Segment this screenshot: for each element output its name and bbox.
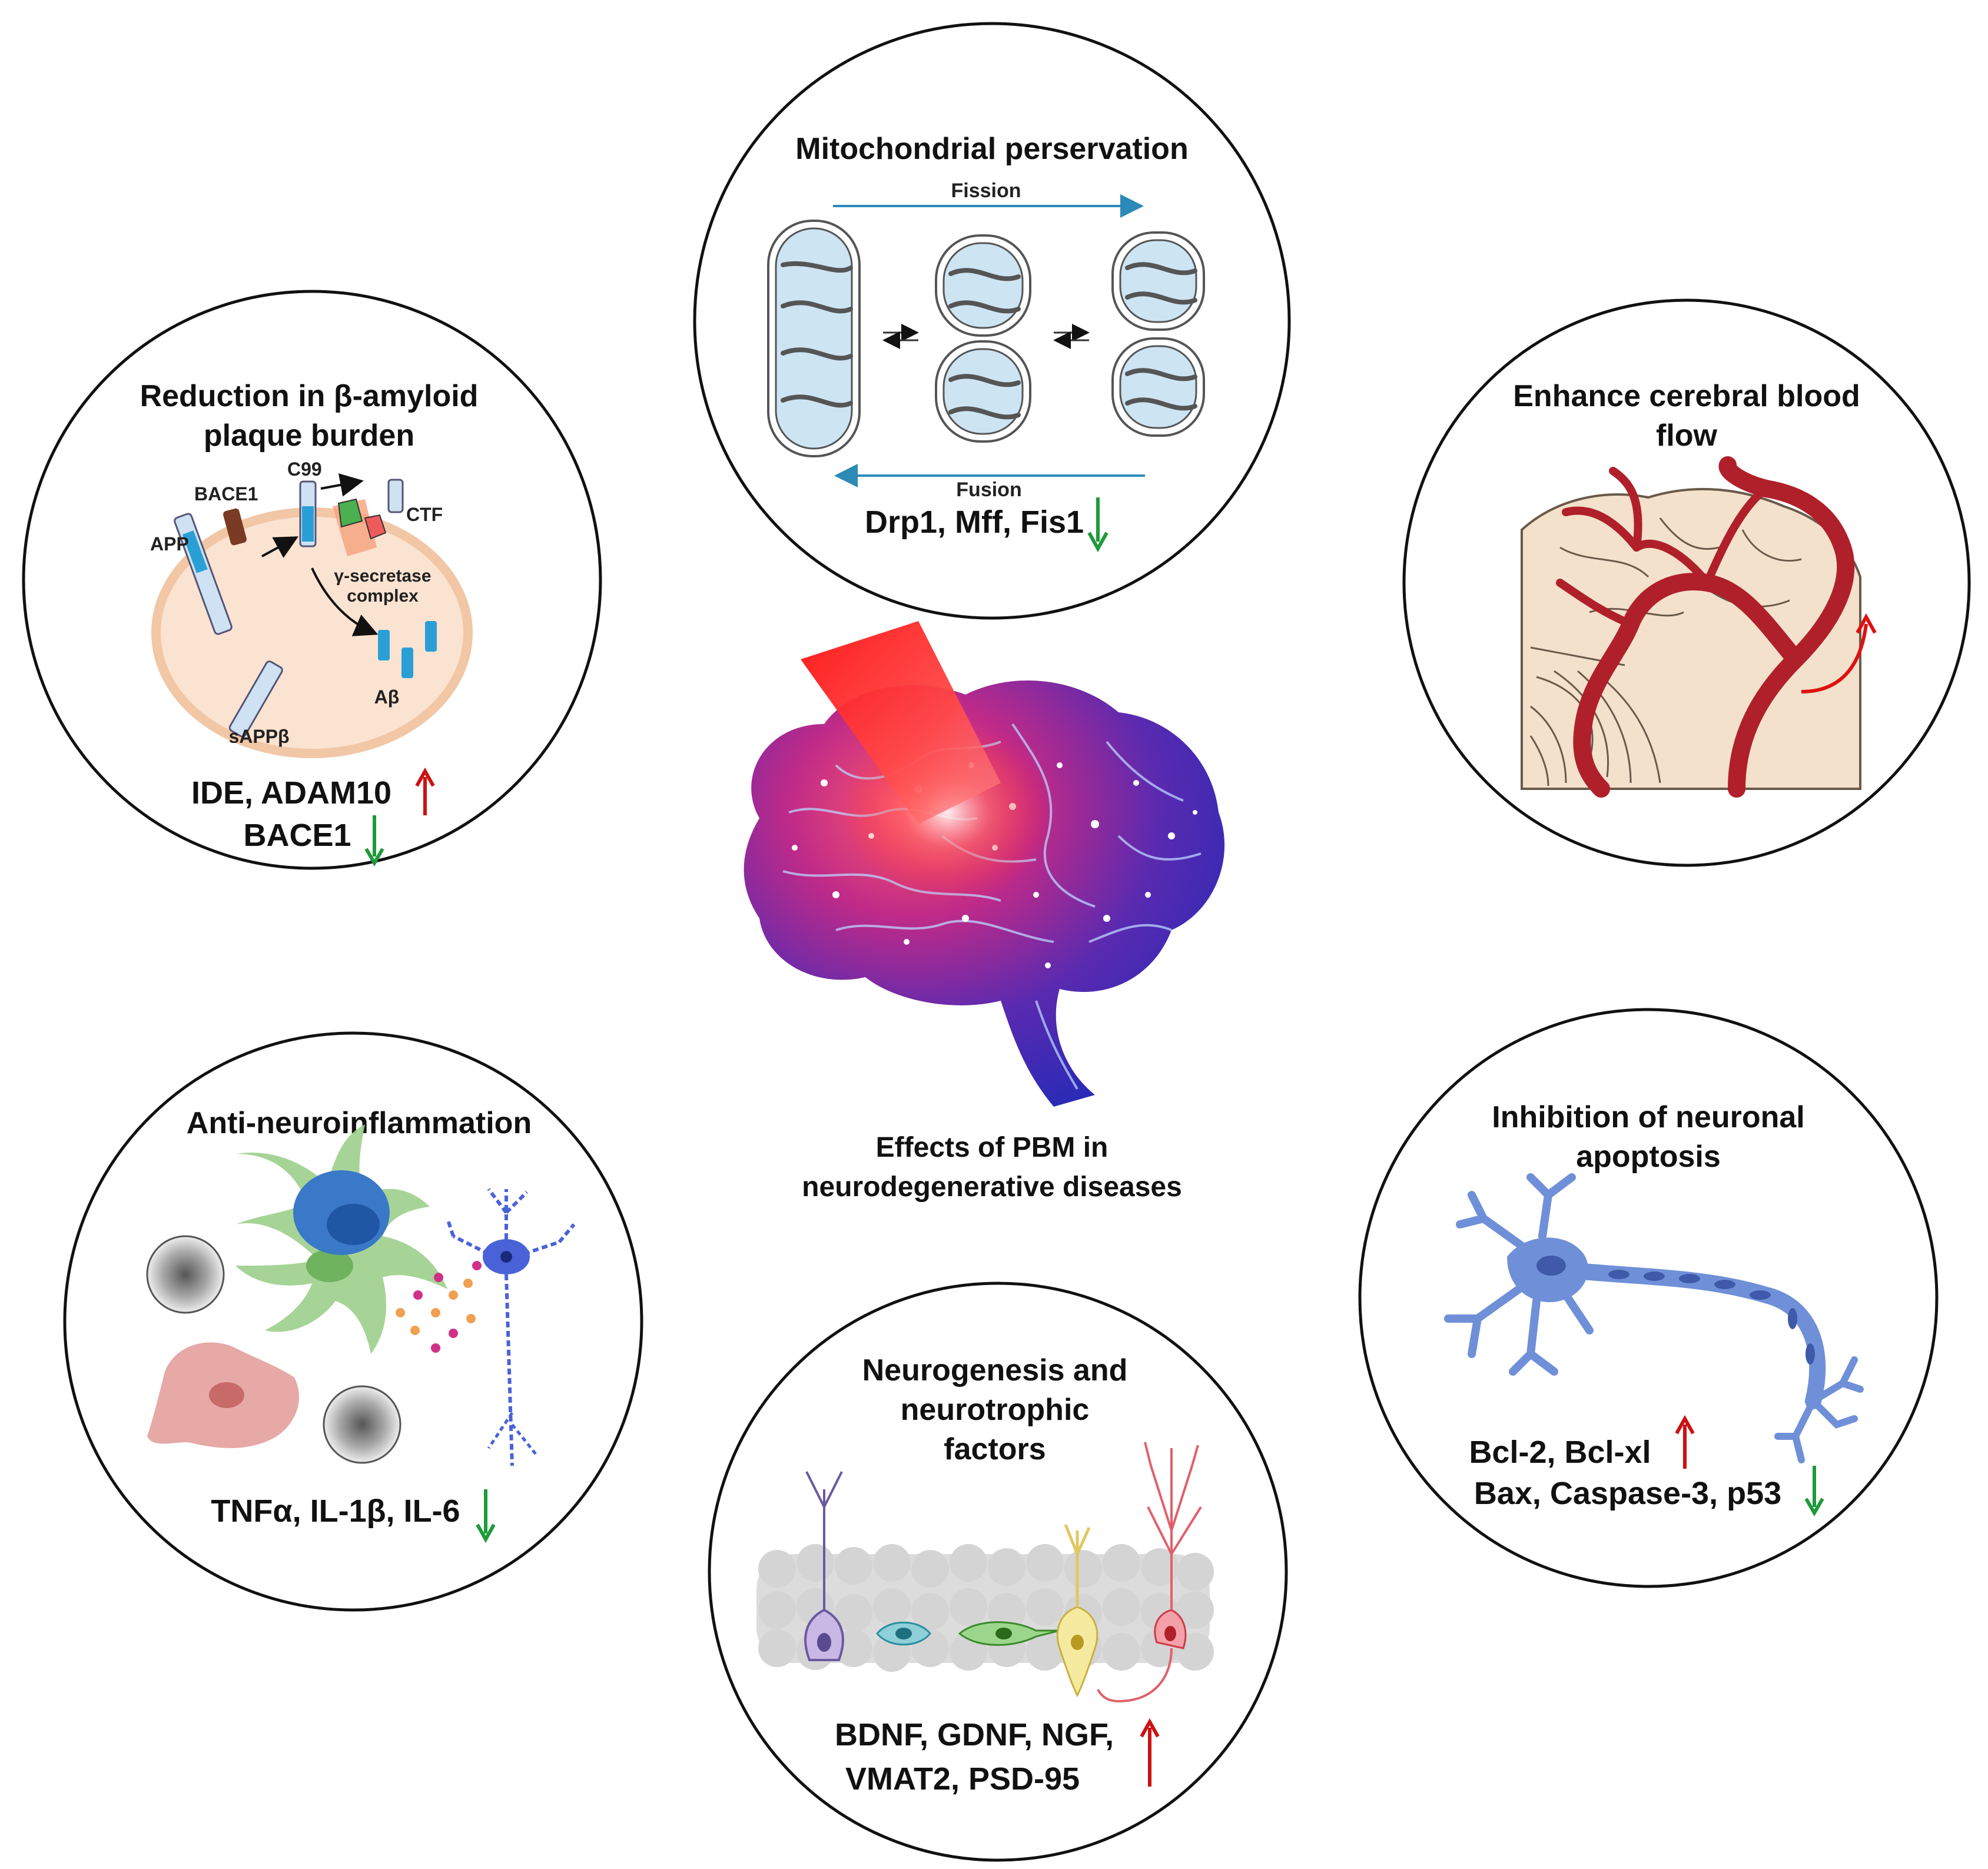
mature-neuron (1097, 1442, 1202, 1703)
apoptosis-up-arrow (1675, 1415, 1695, 1469)
ctf-arrow (320, 473, 364, 497)
ctf-fragment (387, 479, 404, 513)
mitochondria-down-arrow (1087, 497, 1108, 553)
neurogenesis-molecules-line1: BDNF, GDNF, NGF, (835, 1717, 1114, 1752)
amyloid-title-line1: Reduction in β-amyloid (140, 379, 479, 413)
neurogenesis-up-arrow (1140, 1718, 1160, 1787)
mitochondrion-medium (935, 234, 1031, 443)
apoptosis-down-arrow (1804, 1466, 1824, 1516)
inflamed-neuron (446, 1188, 576, 1466)
apoptosis-title-line1: Inhibition of neuronal (1492, 1100, 1804, 1134)
inflammation-panel: Anti-neuroinflammation TNFα, IL (63, 1031, 643, 1612)
abeta-fragment-2 (401, 648, 413, 678)
abeta-fragment-3 (425, 621, 437, 652)
blood-flow-up-arrow (1801, 613, 1877, 693)
cleavage-arrow (261, 536, 299, 558)
amyloid-molecules-up: IDE, ADAM10 (191, 775, 391, 811)
amyloid-title-line2: plaque burden (204, 419, 414, 453)
small-arteries (1556, 467, 1770, 628)
gamma-label-line2: complex (347, 586, 419, 606)
bace1-protein (223, 508, 247, 546)
center-caption-line2: neurodegenerative diseases (802, 1171, 1182, 1203)
blood-flow-panel: Enhance cerebral blood flow (1402, 298, 1971, 867)
microglia-nucleus (306, 1249, 353, 1282)
cytokine-particles (396, 1261, 482, 1353)
neurogenesis-title-line2: neurotrophic (901, 1393, 1090, 1427)
lymphocyte-nucleus (327, 1204, 380, 1245)
sapp-label: sAPPβ (228, 726, 289, 747)
progenitor-cell (876, 1621, 931, 1646)
apoptosis-title-line2: apoptosis (1576, 1140, 1721, 1174)
gamma-label-line1: γ-secretase (334, 566, 431, 586)
apoptosis-panel: Inhibition of neuronal apoptosis (1358, 1008, 1939, 1588)
neural-stem-cell (804, 1471, 844, 1661)
mitochondrion-large (767, 220, 861, 457)
inflammation-molecules: TNFα, IL-1β, IL-6 (211, 1493, 460, 1529)
neurogenesis-title-line1: Neurogenesis and (862, 1353, 1128, 1387)
app-label: APP (150, 533, 189, 555)
sapp-fragment (228, 660, 283, 738)
fission-label: Fission (951, 180, 1021, 202)
mitochondria-molecules: Drp1, Mff, Fis1 (865, 504, 1084, 540)
amyloid-plaque-2 (323, 1385, 401, 1464)
inflammation-circle (63, 1031, 643, 1612)
apoptosis-molecules-down: Bax, Caspase-3, p53 (1474, 1476, 1781, 1511)
mitochondria-title: Mitochondrial perservation (795, 132, 1188, 166)
cerebral-arteries (1573, 456, 1855, 798)
mitochondrion-small (1111, 231, 1205, 437)
abeta-label: Aβ (374, 686, 400, 708)
neurogenesis-title-line3: factors (944, 1432, 1046, 1466)
apoptotic-neuron (1444, 1173, 1864, 1463)
mitochondria-panel: Mitochondrial perservation Fission Fusio… (693, 22, 1291, 620)
abeta-arrow (311, 567, 379, 636)
gamma-secretase-red (364, 514, 387, 540)
neurogenesis-molecules-line2: VMAT2, PSD-95 (845, 1761, 1080, 1797)
amyloid-down-arrow (364, 815, 384, 867)
bace1-label: BACE1 (194, 483, 258, 504)
amyloid-molecules-down: BACE1 (243, 818, 351, 853)
equilibrium-arrows-1 (882, 324, 919, 349)
amyloid-up-arrow (415, 767, 435, 815)
apoptosis-molecules-up: Bcl-2, Bcl-xl (1469, 1435, 1651, 1470)
astrocyte-nucleus (209, 1382, 244, 1408)
apoptosis-circle (1358, 1008, 1939, 1588)
fusion-label: Fusion (956, 479, 1021, 501)
gamma-secretase-green (337, 498, 363, 528)
equilibrium-arrows-2 (1053, 324, 1090, 349)
c99-segment (302, 506, 314, 542)
center-caption-line1: Effects of PBM in (876, 1132, 1108, 1163)
ctf-label: CTF (406, 504, 443, 525)
amyloid-plaque-1 (146, 1235, 225, 1314)
blood-flow-title-line1: Enhance cerebral blood (1513, 379, 1860, 413)
app-segment (182, 530, 208, 573)
neurogenesis-panel: Neurogenesis and neurotrophic factors (708, 1282, 1288, 1862)
center-brain-illustration (744, 621, 1225, 1107)
abeta-fragment-1 (378, 630, 390, 660)
immature-neuron (1056, 1524, 1098, 1698)
c99-label: C99 (287, 459, 322, 480)
light-beam (801, 621, 1001, 824)
blood-flow-title-line2: flow (1656, 419, 1718, 453)
inflammation-down-arrow (476, 1489, 496, 1543)
amyloid-panel: Reduction in β-amyloid plaque burden BAC… (22, 290, 602, 870)
